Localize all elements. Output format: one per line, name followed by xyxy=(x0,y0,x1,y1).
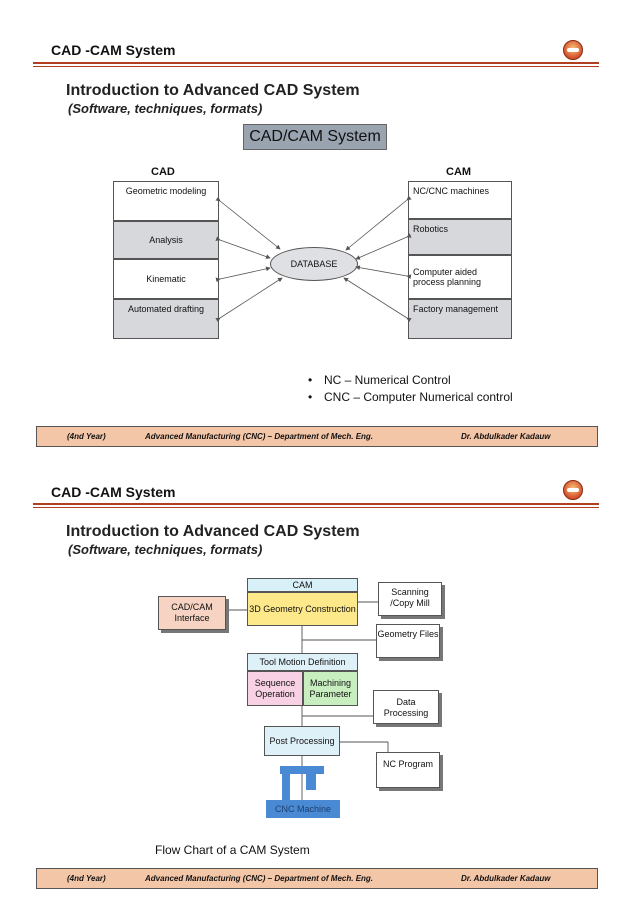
database-ellipse: DATABASE xyxy=(270,247,358,281)
header-rule-thin-2 xyxy=(33,507,599,508)
cnc-machine-column-icon xyxy=(282,774,290,800)
cad-item-automated-drafting: Automated drafting xyxy=(113,299,219,339)
cam-heading: CAM xyxy=(446,166,472,178)
page1-intro-subtitle: (Software, techniques, formats) xyxy=(68,101,263,116)
nc-program-doc: NC Program xyxy=(376,752,440,788)
cam-item-robotics: Robotics xyxy=(408,219,512,255)
header-rule xyxy=(33,62,599,64)
cnc-machine-head-icon xyxy=(280,766,324,774)
page1-bullet-list: NC – Numerical Control CNC – Computer Nu… xyxy=(308,372,513,406)
geometry-files-doc: Geometry Files xyxy=(376,624,440,658)
bullet-nc: NC – Numerical Control xyxy=(308,372,513,389)
cam-item-factory-management: Factory management xyxy=(408,299,512,339)
machining-parameter-box: Machining Parameter xyxy=(303,671,358,706)
cnc-machine-spindle-icon xyxy=(306,774,316,790)
footer-author-2: Dr. Abdulkader Kadauw xyxy=(461,874,551,883)
cnc-machine-base: CNC Machine xyxy=(266,800,340,818)
footer-year: (4nd Year) xyxy=(67,432,106,441)
sequence-operation-box: Sequence Operation xyxy=(247,671,303,706)
university-logo-icon xyxy=(563,40,583,60)
page2-footer: (4nd Year) Advanced Manufacturing (CNC) … xyxy=(36,868,598,889)
cad-item-analysis: Analysis xyxy=(113,221,219,259)
cad-heading: CAD xyxy=(151,166,175,178)
flowchart-caption: Flow Chart of a CAM System xyxy=(155,843,310,857)
page2-header-title: CAD -CAM System xyxy=(51,484,176,500)
page1-intro-title: Introduction to Advanced CAD System xyxy=(66,82,360,99)
footer-year-2: (4nd Year) xyxy=(67,874,106,883)
page2-intro-title: Introduction to Advanced CAD System xyxy=(66,523,360,540)
footer-course: Advanced Manufacturing (CNC) – Departmen… xyxy=(145,432,374,441)
cadcam-banner: CAD/CAM System xyxy=(243,124,387,150)
geometry-construction-box: 3D Geometry Construction xyxy=(247,592,358,626)
cam-box: CAM xyxy=(247,578,358,592)
page1-footer: (4nd Year) Advanced Manufacturing (CNC) … xyxy=(36,426,598,447)
data-processing-doc: Data Processing xyxy=(373,690,439,724)
post-processing-box: Post Processing xyxy=(264,726,340,756)
header-rule-2 xyxy=(33,503,599,505)
footer-author: Dr. Abdulkader Kadauw xyxy=(461,432,551,441)
university-logo-icon-2 xyxy=(563,480,583,500)
footer-course-2: Advanced Manufacturing (CNC) – Departmen… xyxy=(145,874,374,883)
bullet-cnc: CNC – Computer Numerical control xyxy=(308,389,513,406)
cadcam-interface-box: CAD/CAM Interface xyxy=(158,596,226,630)
tool-motion-box: Tool Motion Definition xyxy=(247,653,358,671)
scanning-doc: Scanning /Copy Mill xyxy=(378,582,442,616)
page1-header-title: CAD -CAM System xyxy=(51,42,176,58)
header-rule-thin xyxy=(33,66,599,67)
page2-intro-subtitle: (Software, techniques, formats) xyxy=(68,542,263,557)
